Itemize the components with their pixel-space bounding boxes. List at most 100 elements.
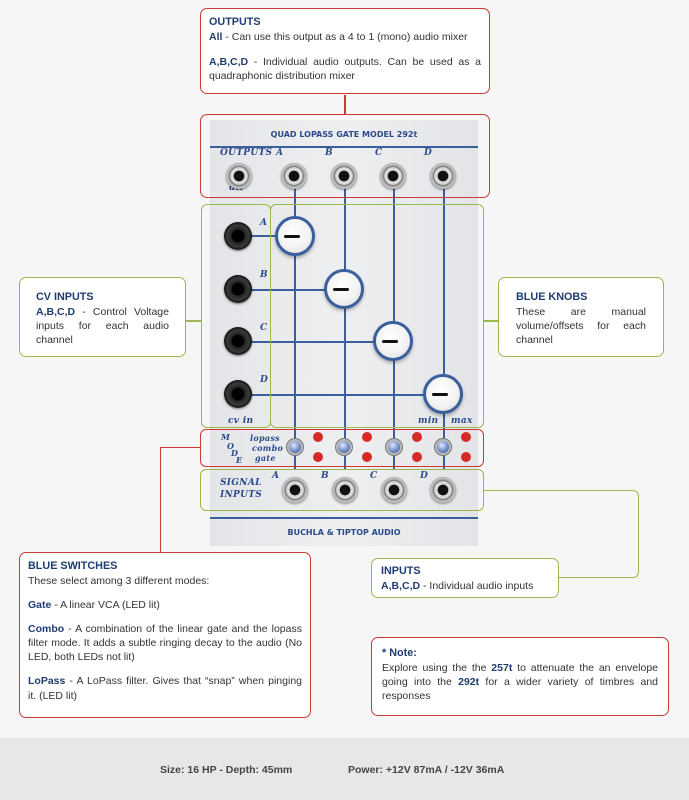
- note-title: * Note:: [382, 647, 417, 659]
- output-label-b: B: [325, 148, 333, 158]
- signal-label-2: INPUTS: [220, 490, 263, 500]
- mode-letter-e: E: [236, 455, 243, 465]
- line-d: [443, 178, 445, 470]
- outputs-highlight: [200, 114, 490, 198]
- switches-connector: [160, 447, 200, 552]
- cv-jack-d[interactable]: [224, 380, 252, 408]
- output-jack-c[interactable]: [380, 163, 406, 189]
- note-key-257t: 257t: [491, 661, 513, 674]
- mode-option-gate: gate: [255, 453, 276, 463]
- knob-c[interactable]: [373, 321, 413, 361]
- footer-power: Power: +12V 87mA / -12V 36mA: [348, 764, 505, 776]
- outputs-abcd-key: A,B,C,D: [209, 55, 249, 68]
- output-jack-b[interactable]: [331, 163, 357, 189]
- knob-a[interactable]: [275, 216, 315, 256]
- signal-jack-c[interactable]: [381, 477, 407, 503]
- knobs-highlight: [270, 204, 484, 428]
- mode-switch-b[interactable]: [338, 441, 350, 453]
- cv-label-d: D: [260, 375, 269, 385]
- output-label-d: D: [424, 148, 433, 158]
- brand-rule: [210, 517, 478, 519]
- signal-jack-b[interactable]: [332, 477, 358, 503]
- signal-label-a: A: [272, 471, 280, 481]
- outputs-callout: OUTPUTS All - Can use this output as a 4…: [200, 8, 490, 94]
- output-label-a: A: [276, 148, 284, 158]
- led-b-top: [362, 432, 372, 442]
- line-b: [344, 178, 346, 470]
- blue-switches-callout: BLUE SWITCHES These select among 3 diffe…: [19, 552, 311, 718]
- cv-jack-c[interactable]: [224, 327, 252, 355]
- cv-connector: [185, 320, 201, 322]
- signal-label-d: D: [420, 471, 429, 481]
- outputs-connector: [344, 95, 346, 115]
- output-jack-d[interactable]: [430, 163, 456, 189]
- output-jack-a[interactable]: [281, 163, 307, 189]
- output-label-c: C: [375, 148, 383, 158]
- cv-label-c: C: [260, 323, 268, 333]
- knobs-connector: [483, 320, 498, 322]
- cv-label-b: B: [260, 270, 268, 280]
- led-d-top: [461, 432, 471, 442]
- combo-key: Combo: [28, 622, 65, 635]
- led-a-bottom: [313, 452, 323, 462]
- gate-text: - A linear VCA (LED lit): [51, 598, 160, 611]
- mode-switch-d[interactable]: [437, 441, 449, 453]
- footer: Size: 16 HP - Depth: 45mm Power: +12V 87…: [0, 738, 689, 800]
- cv-jack-b[interactable]: [224, 275, 252, 303]
- switches-title: BLUE SWITCHES: [28, 560, 118, 572]
- outputs-all-text: - Can use this output as a 4 to 1 (mono)…: [222, 30, 468, 43]
- note-key-292t: 292t: [458, 675, 480, 688]
- module-title: QUAD LOPASS GATE MODEL 292t: [270, 130, 418, 139]
- note-text-2: to attenuate the an envelope going into …: [382, 661, 658, 688]
- line-a: [294, 178, 296, 470]
- hline-b: [240, 289, 346, 291]
- knob-d[interactable]: [423, 374, 463, 414]
- cv-inputs-callout: CV INPUTS A,B,C,D - Control Voltage inpu…: [19, 277, 186, 357]
- inputs-key: A,B,C,D: [381, 579, 421, 592]
- cv-text: - Control Voltage inputs for each audio …: [36, 305, 169, 346]
- note-text-3: for a wider variety of timbres and respo…: [382, 675, 659, 702]
- signal-jack-a[interactable]: [282, 477, 308, 503]
- blue-knobs-callout: BLUE KNOBS These are manual volume/offse…: [498, 277, 664, 357]
- knob-b[interactable]: [324, 269, 364, 309]
- outputs-title: OUTPUTS: [209, 16, 261, 28]
- cv-in-label: cv in: [228, 416, 254, 426]
- led-c-top: [412, 432, 422, 442]
- mode-letter-m: M: [221, 432, 231, 442]
- cv-title: CV INPUTS: [36, 291, 94, 303]
- hline-c: [240, 341, 395, 343]
- footer-size: Size: 16 HP - Depth: 45mm: [160, 764, 293, 776]
- mode-option-lopass: lopass: [250, 433, 280, 443]
- cv-key: A,B,C,D: [36, 305, 76, 318]
- mode-letter-o: O: [227, 441, 235, 451]
- mode-switch-c[interactable]: [388, 441, 400, 453]
- title-rule: [210, 146, 478, 148]
- signal-label-1: SIGNAL: [220, 478, 262, 488]
- led-c-bottom: [412, 452, 422, 462]
- signal-jack-d[interactable]: [430, 477, 456, 503]
- outputs-all-key: All: [209, 30, 223, 43]
- cv-jack-a[interactable]: [224, 222, 252, 250]
- inputs-text: - Individual audio inputs: [420, 579, 534, 592]
- outputs-label: OUTPUTS: [220, 148, 273, 158]
- led-d-bottom: [461, 452, 471, 462]
- knobs-text: These are manual volume/offsets for each…: [516, 305, 646, 346]
- hline-a: [240, 235, 296, 237]
- mode-switch-a[interactable]: [289, 441, 301, 453]
- gate-key: Gate: [28, 598, 52, 611]
- note-callout: * Note: Explore using the the 257t to at…: [371, 637, 669, 716]
- inputs-highlight: [200, 469, 484, 511]
- max-label: max: [451, 416, 473, 426]
- mode-option-combo: combo: [252, 443, 284, 453]
- lopass-key: LoPass: [28, 675, 66, 688]
- inputs-connector: [484, 490, 639, 578]
- min-label: min: [418, 416, 439, 426]
- led-b-bottom: [362, 452, 372, 462]
- knobs-title: BLUE KNOBS: [516, 291, 588, 303]
- signal-label-b: B: [321, 471, 329, 481]
- hline-d: [240, 394, 445, 396]
- cv-highlight: [201, 204, 271, 428]
- output-jack-all[interactable]: [226, 163, 252, 189]
- outputs-abcd-text: - Individual audio outputs. Can be used …: [209, 55, 481, 82]
- lopass-text: - A LoPass filter. Gives that “snap” whe…: [28, 675, 302, 702]
